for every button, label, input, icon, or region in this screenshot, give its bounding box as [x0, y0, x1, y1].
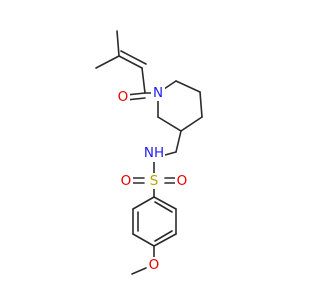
- bond-ring-c3-c4: [199, 91, 203, 118]
- bond-benzene-1: [153, 196, 177, 210]
- atom-labels: O N NH S O O: [116, 85, 189, 273]
- sulfonamide-nitrogen-label: NH: [144, 145, 164, 161]
- bond-to-carbonyl-carbon: [141, 67, 146, 94]
- bond-alkene-1: [118, 55, 143, 69]
- sulfonyl-oxygen-left-label: O: [121, 173, 132, 189]
- carbonyl-oxygen: O: [116, 89, 130, 105]
- sulfur-atom: S: [147, 173, 161, 189]
- bond-ring-c5-c6: [157, 116, 182, 132]
- ring-nitrogen: N: [151, 85, 165, 101]
- bond-alkene-2: [120, 50, 147, 65]
- bond-benzene-3: [153, 233, 177, 247]
- bond-methyl-top: [116, 30, 120, 57]
- sulfur-label: S: [150, 173, 159, 189]
- molecule-diagram: O N NH S O O: [95, 30, 203, 275]
- sulfonamide-nitrogen: NH: [143, 145, 165, 162]
- bond-ring-to-ch2: [175, 130, 182, 153]
- structure-svg: O N NH S O O: [95, 30, 203, 275]
- bond-benzene-inner-2: [154, 230, 173, 242]
- carbonyl-oxygen-label: O: [118, 89, 129, 105]
- bond-ring-c4-c5: [180, 116, 203, 132]
- sulfonyl-oxygen-right-label: O: [177, 173, 188, 189]
- bond-benzene-4: [132, 233, 155, 247]
- bond-o-to-methyl: [131, 267, 147, 275]
- bond-benzene-inner-1: [154, 201, 173, 213]
- sulfonyl-oxygen-right: O: [175, 173, 189, 189]
- bond-benzene-6: [132, 196, 155, 210]
- bond-methyl-left: [95, 55, 120, 69]
- bond-ring-c2-c3: [175, 80, 201, 93]
- sulfonyl-oxygen-left: O: [119, 173, 133, 189]
- ether-oxygen-label: O: [149, 257, 160, 273]
- ether-oxygen: O: [147, 257, 161, 273]
- ring-nitrogen-label: N: [153, 85, 163, 101]
